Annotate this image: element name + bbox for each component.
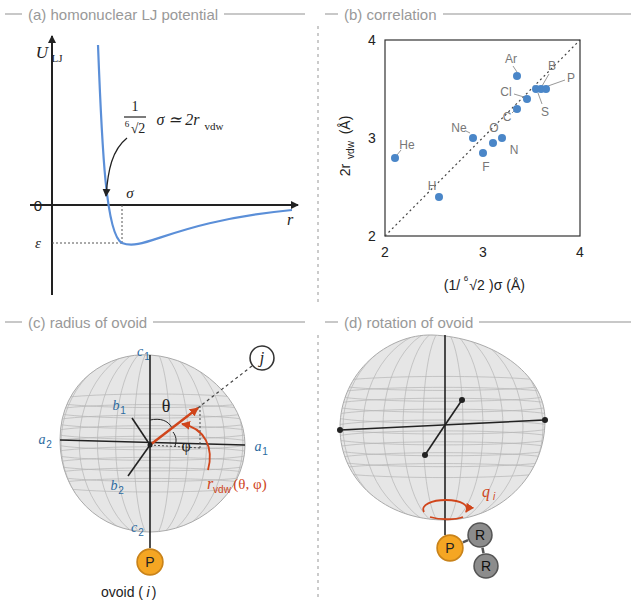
label: r (207, 476, 213, 492)
label: c (131, 521, 137, 535)
label: √2 (469, 278, 484, 292)
circle-node: R (467, 522, 493, 548)
label: LJ (52, 53, 63, 64)
label: 1 (120, 406, 126, 416)
label: (d) rotation of ovoid (338, 315, 479, 330)
label: 2r (338, 164, 352, 176)
label: (θ, φ) (233, 477, 266, 492)
label: i (146, 585, 149, 599)
label: 3 (368, 131, 376, 145)
label: a (255, 440, 262, 454)
label: (1/ (444, 278, 460, 292)
label: b (113, 399, 120, 413)
label: S (541, 106, 549, 118)
label: (b) correlation (338, 7, 443, 22)
bond-line (482, 548, 483, 553)
label: B (548, 60, 556, 72)
lj-plot (30, 36, 298, 295)
label: 2 (138, 528, 144, 538)
node-label: R (475, 528, 485, 542)
ovoid-c (52, 348, 252, 548)
ovoid-d (333, 329, 553, 535)
label: )σ (Å) (489, 278, 525, 292)
label: vdw (213, 485, 231, 495)
label: φ (181, 438, 190, 454)
label: 4 (576, 245, 584, 259)
label: 2 (118, 486, 124, 496)
label: 1 (262, 447, 268, 457)
label: σ (126, 186, 133, 201)
circle-node: R (473, 553, 499, 579)
label: vdw (205, 121, 224, 132)
label: (a) homonuclear LJ potential (22, 7, 224, 22)
label: C (503, 111, 512, 123)
label: U (36, 44, 48, 61)
label: (c) radius of ovoid (22, 315, 153, 330)
label: 0 (34, 198, 42, 213)
label: vdw (346, 141, 356, 159)
circle-node: P (136, 548, 164, 576)
label: 2 (46, 440, 52, 450)
label: i (493, 492, 495, 502)
label: ε (35, 236, 41, 251)
label: 1 (132, 100, 139, 114)
label: Ar (505, 53, 517, 65)
label: O (489, 122, 498, 134)
label: N (510, 144, 519, 156)
node-label: P (445, 541, 454, 555)
label: 3 (479, 245, 487, 259)
node-label: j (260, 350, 264, 366)
scatter-plot (385, 40, 580, 236)
label: √2 (131, 122, 146, 136)
label: 2 (368, 229, 376, 243)
header-rule (5, 14, 631, 322)
label: r (287, 212, 293, 228)
label: b (111, 479, 118, 493)
label: c (137, 345, 143, 359)
label: P (567, 72, 575, 84)
circle-node: P (436, 534, 464, 562)
label: 1 (144, 352, 150, 362)
label: He (399, 139, 414, 151)
label: 6 (464, 275, 468, 283)
label: 6 (125, 120, 130, 129)
label: 2 (381, 245, 389, 259)
label: q (482, 484, 490, 500)
label: Cl (500, 86, 511, 98)
circle-node: j (249, 345, 275, 371)
label: σ ≃ 2r (156, 112, 199, 128)
bond-line (463, 540, 468, 542)
label: F (482, 161, 489, 173)
label: H (428, 180, 437, 192)
divider (317, 26, 319, 600)
label: ovoid ( (101, 585, 143, 599)
node-label: R (481, 559, 491, 573)
label: (Å) (338, 116, 352, 135)
label: a (39, 433, 46, 447)
node-label: P (145, 555, 154, 569)
label: Ne (451, 122, 466, 134)
label: ) (152, 585, 157, 599)
label: 4 (368, 33, 376, 47)
label: θ (162, 397, 171, 415)
